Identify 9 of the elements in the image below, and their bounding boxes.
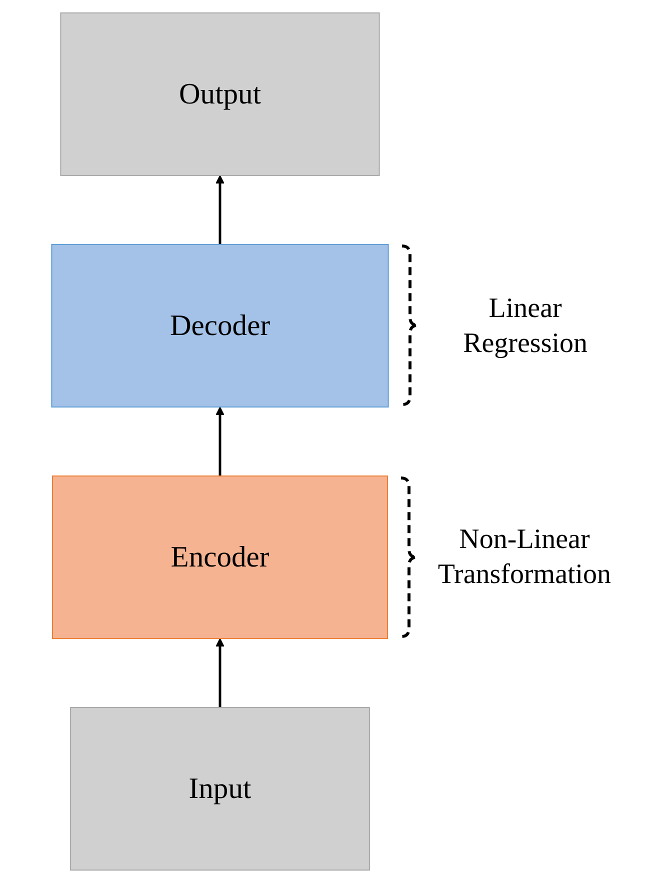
node-box: Output [60, 12, 380, 176]
arrow [216, 638, 224, 708]
bracket-label: Non-Linear Transformation [436, 523, 612, 592]
bracket-label: Linear Regression [462, 292, 589, 361]
arrow [216, 175, 224, 244]
node-box: Decoder [51, 244, 389, 408]
node-box: Input [70, 707, 370, 871]
node-box: Encoder [52, 476, 388, 640]
arrow [216, 406, 224, 476]
